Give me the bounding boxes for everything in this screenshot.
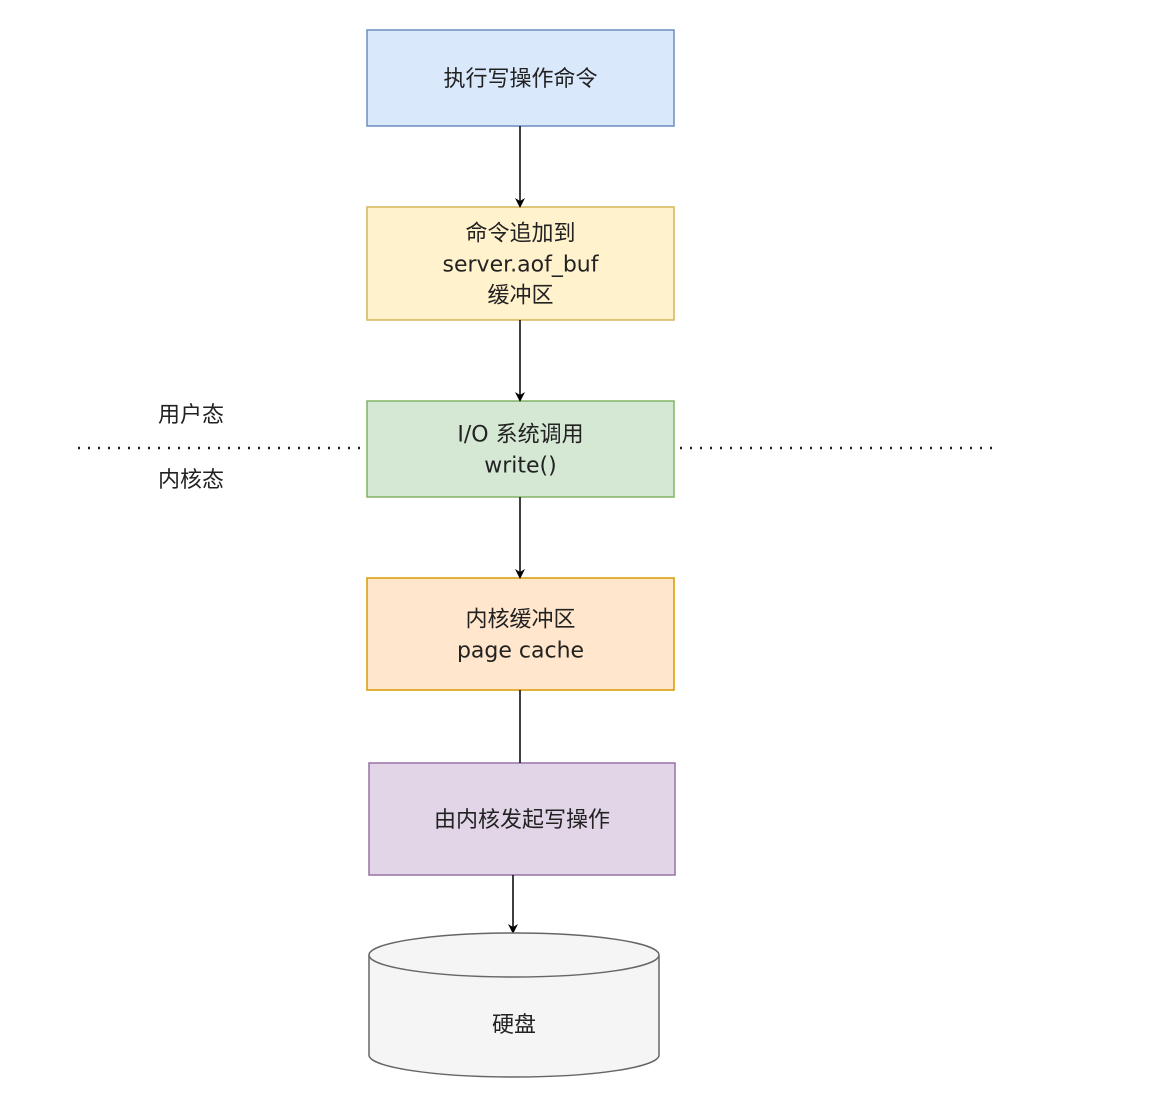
node-label: 缓冲区 xyxy=(487,284,553,309)
node-box xyxy=(366,206,675,321)
node-label: 内核缓冲区 xyxy=(465,608,575,633)
node-exec: 执行写操作命令 xyxy=(366,29,675,127)
node-label: page cache xyxy=(457,639,584,664)
node-box xyxy=(366,577,675,691)
node-syscall: I/O 系统调用 write() xyxy=(366,400,675,498)
node-box xyxy=(366,400,675,498)
node-label: write() xyxy=(484,454,556,479)
node-label: 命令追加到 xyxy=(465,222,575,247)
user-mode-label: 用户态 xyxy=(158,403,224,428)
node-label: I/O 系统调用 xyxy=(457,423,583,448)
node-label: server.aof_buf xyxy=(443,253,600,278)
node-label: 由内核发起写操作 xyxy=(434,808,610,833)
node-box xyxy=(368,762,676,876)
node-append: 命令追加到 server.aof_buf 缓冲区 xyxy=(366,206,675,321)
kernel-mode-label: 内核态 xyxy=(158,468,224,493)
disk-label: 硬盘 xyxy=(492,1013,536,1038)
node-label: 执行写操作命令 xyxy=(443,67,597,92)
node-pagecache: 内核缓冲区 page cache xyxy=(366,577,675,691)
node-kernelwrite: 由内核发起写操作 xyxy=(368,762,676,876)
disk-cylinder: 硬盘 xyxy=(368,932,660,1078)
node-box xyxy=(366,29,675,127)
